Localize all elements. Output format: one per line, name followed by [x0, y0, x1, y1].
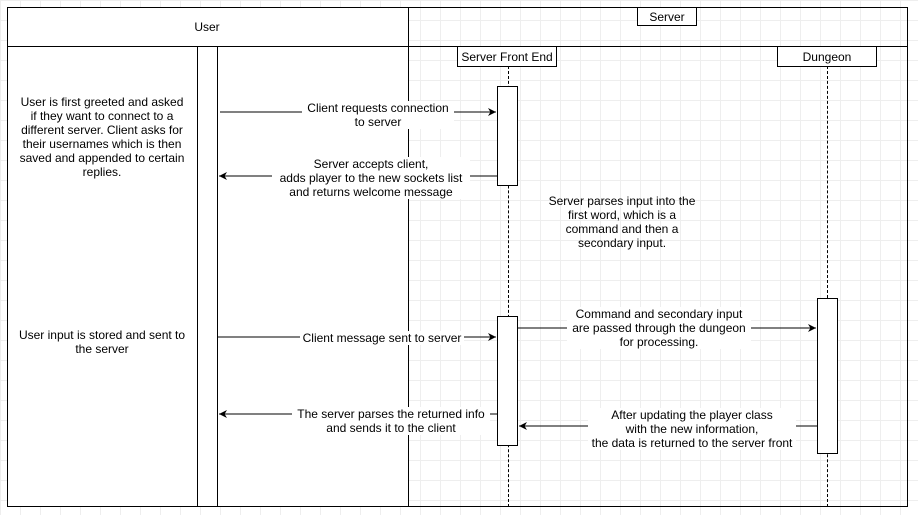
user-pool-title: User [194, 20, 220, 34]
front-end-activation-1[interactable] [497, 86, 518, 186]
front-end-activation-2[interactable] [497, 316, 518, 446]
dungeon-activation[interactable] [817, 298, 838, 454]
front-end-lifeline [508, 66, 509, 507]
front-end-title: Server Front End [461, 50, 553, 64]
dungeon-pass-label: Command and secondary input are passed t… [567, 307, 751, 349]
server-pool-title: Server [649, 10, 685, 24]
dungeon-lifeline [827, 66, 828, 507]
user-greeting-note: User is first greeted and asked if they … [19, 95, 185, 179]
connect-request-label: Client requests connection to server [302, 101, 454, 129]
returned-info-label: The server parses the returned info and … [292, 407, 490, 435]
dungeon-head[interactable] [777, 46, 877, 67]
user-activation-bar[interactable] [197, 46, 218, 507]
user-input-note: User input is stored and sent to the ser… [18, 328, 186, 356]
dungeon-return-label: After updating the player class with the… [588, 408, 796, 450]
dungeon-title: Dungeon [802, 50, 852, 64]
server-title-box[interactable] [637, 7, 697, 26]
front-end-head[interactable] [457, 46, 557, 67]
server-parses-note: Server parses input into the first word,… [548, 194, 696, 250]
accept-client-label: Server accepts client, adds player to th… [272, 157, 470, 199]
client-message-label: Client message sent to server [300, 331, 464, 345]
